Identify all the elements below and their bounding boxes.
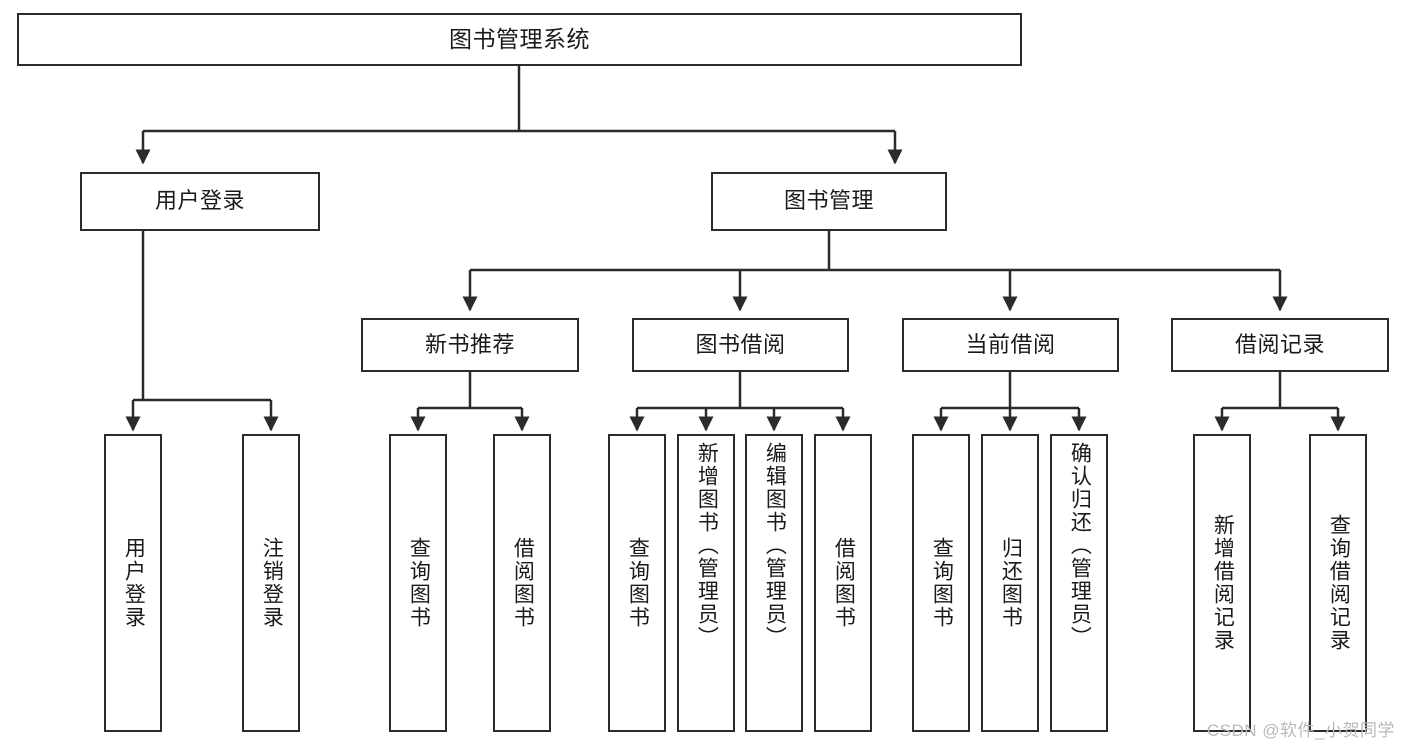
node-label: 查询图书	[407, 537, 431, 629]
node-label: 当前借阅	[965, 331, 1056, 357]
node-book-borrow[interactable]: 图书借阅	[632, 318, 849, 372]
leaf-record-query[interactable]: 查询借阅记录	[1309, 434, 1367, 732]
node-label: 图书借阅	[695, 331, 786, 357]
leaf-borrow-borrow-book[interactable]: 借阅图书	[814, 434, 872, 732]
node-label: 新书推荐	[424, 331, 515, 357]
leaf-borrow-add-book[interactable]: 新增图书（管理员）	[677, 434, 735, 732]
node-label: 注销登录	[260, 537, 284, 629]
node-book-management[interactable]: 图书管理	[711, 172, 947, 231]
node-label: 借阅图书	[832, 537, 856, 629]
node-borrow-record[interactable]: 借阅记录	[1171, 318, 1389, 372]
node-label: 用户登录	[154, 188, 245, 214]
leaf-current-return-book[interactable]: 归还图书	[981, 434, 1039, 732]
node-user-login[interactable]: 用户登录	[80, 172, 320, 231]
node-label: 编辑图书（管理员）	[763, 442, 787, 649]
node-label: 查询借阅记录	[1327, 514, 1351, 652]
watermark: CSDN @软件_小贺同学	[1206, 721, 1395, 740]
node-label: 用户登录	[122, 537, 146, 629]
leaf-current-query-book[interactable]: 查询图书	[912, 434, 970, 732]
node-root-system[interactable]: 图书管理系统	[17, 13, 1022, 66]
node-label: 借阅记录	[1234, 331, 1325, 357]
leaf-current-confirm-return[interactable]: 确认归还（管理员）	[1050, 434, 1108, 732]
leaf-borrow-query-book[interactable]: 查询图书	[608, 434, 666, 732]
leaf-new-book-query[interactable]: 查询图书	[389, 434, 447, 732]
node-current-borrow[interactable]: 当前借阅	[902, 318, 1119, 372]
node-label: 查询图书	[626, 537, 650, 629]
leaf-user-logout[interactable]: 注销登录	[242, 434, 300, 732]
node-label: 图书管理	[783, 188, 874, 214]
leaf-record-add[interactable]: 新增借阅记录	[1193, 434, 1251, 732]
node-label: 借阅图书	[511, 537, 535, 629]
node-label: 确认归还（管理员）	[1068, 442, 1092, 649]
node-label: 新增借阅记录	[1211, 514, 1235, 652]
node-new-book-recommend[interactable]: 新书推荐	[361, 318, 579, 372]
node-label: 归还图书	[999, 537, 1023, 629]
leaf-borrow-edit-book[interactable]: 编辑图书（管理员）	[745, 434, 803, 732]
node-label: 图书管理系统	[449, 25, 590, 52]
node-label: 新增图书（管理员）	[695, 442, 719, 649]
node-label: 查询图书	[930, 537, 954, 629]
leaf-user-login[interactable]: 用户登录	[104, 434, 162, 732]
leaf-new-book-borrow[interactable]: 借阅图书	[493, 434, 551, 732]
